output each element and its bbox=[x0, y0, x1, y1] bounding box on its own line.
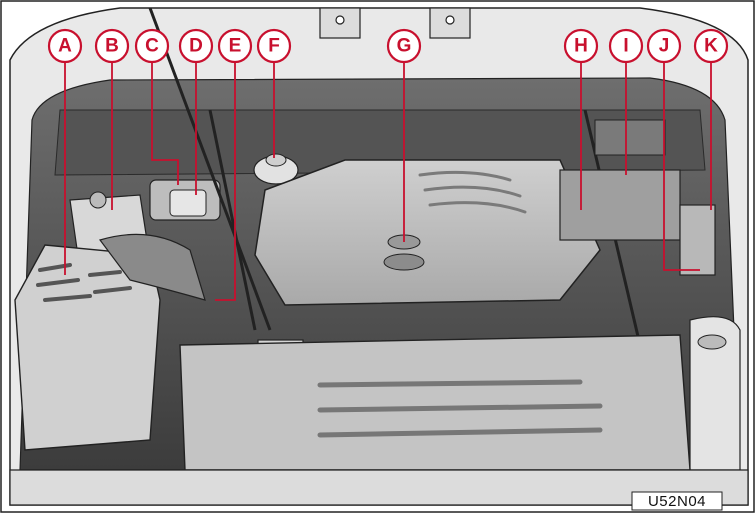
engine-cover-emblem bbox=[384, 254, 424, 270]
callout-k: K bbox=[695, 30, 727, 62]
callout-g: G bbox=[388, 30, 420, 62]
svg-text:F: F bbox=[268, 36, 280, 57]
svg-text:D: D bbox=[189, 36, 203, 57]
svg-text:C: C bbox=[145, 36, 159, 57]
callout-c: C bbox=[136, 30, 168, 62]
relay-box bbox=[680, 205, 715, 275]
fuse-box bbox=[595, 120, 665, 155]
svg-text:U52N04: U52N04 bbox=[648, 493, 706, 510]
washer-cap bbox=[90, 192, 106, 208]
engine-cover bbox=[255, 160, 600, 305]
callout-a: A bbox=[49, 30, 81, 62]
svg-text:J: J bbox=[659, 36, 670, 57]
power-steering-cap bbox=[698, 335, 726, 349]
callout-i: I bbox=[610, 30, 642, 62]
callout-e: E bbox=[219, 30, 251, 62]
svg-text:B: B bbox=[105, 36, 119, 57]
callout-b: B bbox=[96, 30, 128, 62]
coolant-cap bbox=[266, 154, 286, 166]
callout-h: H bbox=[565, 30, 597, 62]
svg-text:K: K bbox=[704, 36, 718, 57]
svg-text:A: A bbox=[58, 36, 72, 57]
callout-d: D bbox=[180, 30, 212, 62]
radiator-support bbox=[180, 335, 690, 470]
callout-f: F bbox=[258, 30, 290, 62]
svg-text:E: E bbox=[229, 36, 242, 57]
svg-text:H: H bbox=[574, 36, 588, 57]
battery bbox=[560, 170, 680, 240]
figure-code-label: U52N04 bbox=[632, 492, 722, 510]
svg-text:I: I bbox=[623, 36, 628, 57]
callout-j: J bbox=[648, 30, 680, 62]
svg-text:G: G bbox=[397, 36, 412, 57]
brake-fluid-reservoir bbox=[170, 190, 206, 216]
